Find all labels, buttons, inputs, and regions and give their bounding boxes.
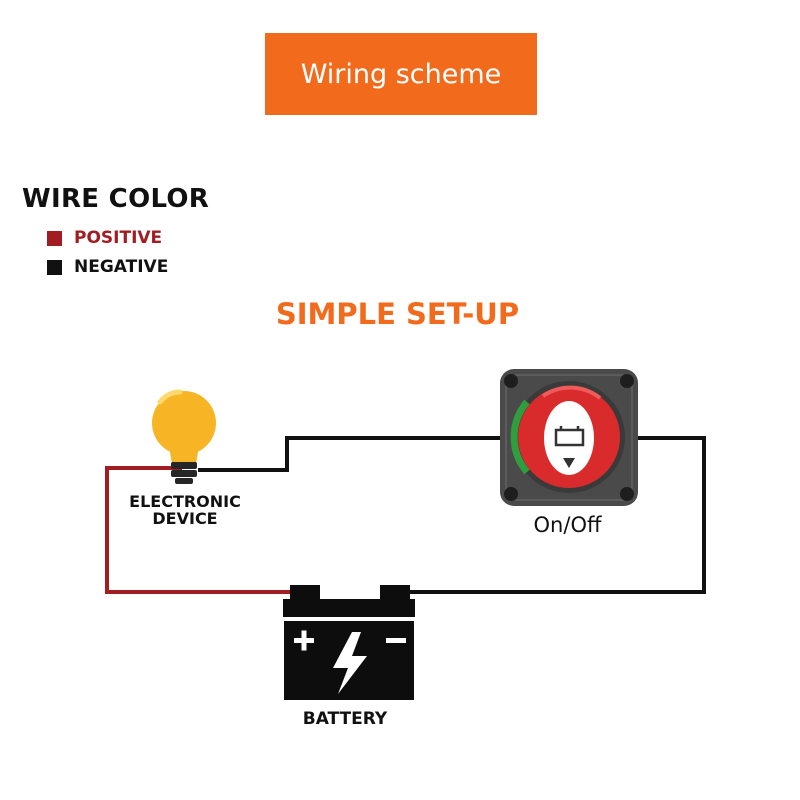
positive-color-swatch: [47, 230, 62, 246]
wire-color-legend-title: WIRE COLOR: [22, 184, 210, 214]
negative-color-swatch: [47, 259, 62, 275]
positive-wire: [105, 466, 290, 594]
on-off-label: On/Off: [533, 513, 602, 537]
positive-label: POSITIVE: [74, 228, 163, 248]
battery-label: BATTERY: [302, 709, 388, 729]
negative-wire-device-to-switch: [198, 436, 510, 472]
negative-wire-switch-to-battery: [400, 436, 706, 594]
light-bulb-icon: [152, 389, 216, 484]
electronic-device-label: ELECTRONIC DEVICE: [105, 493, 265, 527]
negative-label: NEGATIVE: [74, 257, 169, 277]
wiring-scheme-banner: Wiring scheme: [265, 33, 537, 115]
legend-item-negative: NEGATIVE: [47, 257, 168, 277]
electronic-device-label-text: ELECTRONIC DEVICE: [129, 492, 241, 528]
battery-switch-icon: [500, 369, 638, 506]
legend-item-positive: POSITIVE: [47, 228, 162, 248]
simple-setup-title: SIMPLE SET-UP: [275, 297, 520, 331]
battery-icon: [283, 585, 415, 700]
